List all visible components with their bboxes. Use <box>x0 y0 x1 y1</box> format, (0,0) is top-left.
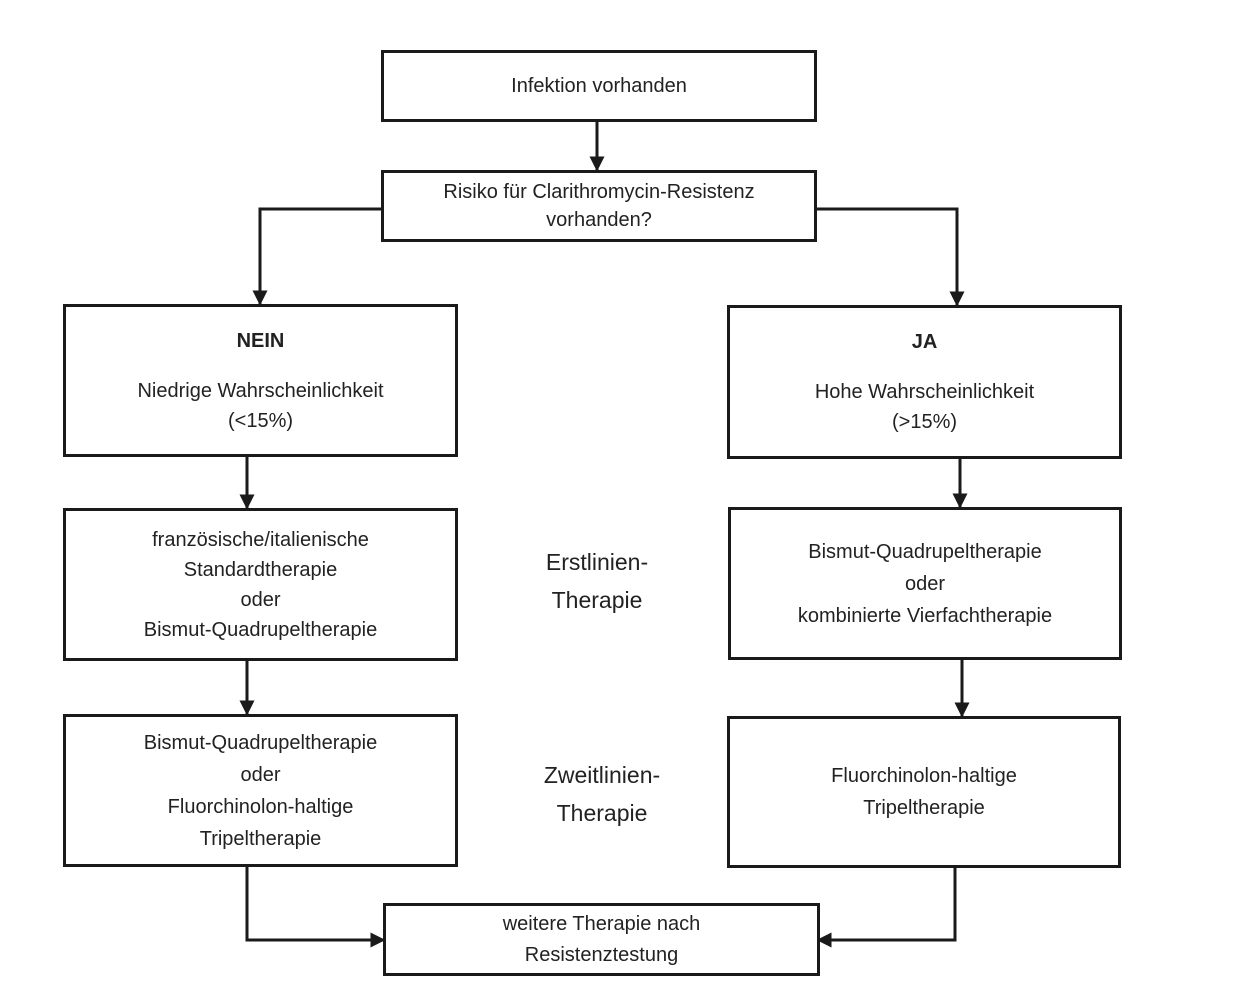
no-first-line-1: französische/italienische <box>152 528 369 551</box>
end-box: weitere Therapie nach Resistenztestung <box>383 903 820 976</box>
no-first-line-3: oder <box>240 588 281 611</box>
yes-branch-heading: JA <box>911 331 938 353</box>
end-line-1: weitere Therapie nach <box>502 912 701 935</box>
arrow-no-second-to-end <box>245 866 386 948</box>
second-line-label-1: Zweitlinien- <box>543 762 661 788</box>
yes-first-line-2: oder <box>904 572 946 595</box>
yes-first-line-3: kombinierte Vierfachtherapie <box>797 604 1053 627</box>
yes-second-line-2: Tripeltherapie <box>863 797 985 819</box>
end-line-2: Resistenztestung <box>524 943 679 966</box>
no-second-line-4: Tripeltherapie <box>199 827 322 850</box>
first-line-label: Erstlinien- Therapie <box>497 543 697 619</box>
first-line-label-2: Therapie <box>551 587 643 613</box>
no-branch-line-2: (<15%) <box>227 409 294 432</box>
second-line-label: Zweitlinien- Therapie <box>502 756 702 832</box>
no-first-line-box: französische/italienische Standardtherap… <box>63 508 458 661</box>
no-second-line-1: Bismut-Quadrupeltherapie <box>143 731 378 754</box>
no-branch-box: NEIN Niedrige Wahrscheinlichkeit (<15%) <box>63 304 458 457</box>
no-first-line-4: Bismut-Quadrupeltherapie <box>143 618 378 641</box>
no-first-line-2: Standardtherapie <box>183 558 338 581</box>
no-second-line-box: Bismut-Quadrupeltherapie oder Fluorchino… <box>63 714 458 867</box>
yes-branch-box: JA Hohe Wahrscheinlichkeit (>15%) <box>727 305 1122 459</box>
no-branch-heading: NEIN <box>236 329 285 352</box>
no-second-line-3: Fluorchinolon-haltige <box>167 795 354 818</box>
first-line-label-1: Erstlinien- <box>545 549 649 575</box>
yes-first-line-box: Bismut-Quadrupeltherapie oder kombiniert… <box>728 507 1122 660</box>
no-second-line-2: oder <box>240 763 281 786</box>
arrow-question-to-yes <box>815 207 965 307</box>
yes-branch-line-1: Hohe Wahrscheinlichkeit <box>814 381 1035 403</box>
question-box: Risiko für Clarithromycin-Resistenz vorh… <box>381 170 817 242</box>
yes-first-line-1: Bismut-Quadrupeltherapie <box>808 540 1042 563</box>
yes-second-line-1: Fluorchinolon-haltige <box>831 765 1017 787</box>
start-text: Infektion vorhanden <box>511 75 687 97</box>
yes-second-line-box: Fluorchinolon-haltige Tripeltherapie <box>727 716 1121 868</box>
arrow-yes-second-to-end <box>816 867 957 948</box>
arrow-question-to-no <box>252 207 382 306</box>
question-line-2: vorhanden? <box>546 209 652 231</box>
no-branch-line-1: Niedrige Wahrscheinlichkeit <box>137 379 384 402</box>
yes-branch-line-2: (>15%) <box>891 411 958 433</box>
second-line-label-2: Therapie <box>556 800 648 826</box>
question-line-1: Risiko für Clarithromycin-Resistenz <box>443 181 755 203</box>
start-box: Infektion vorhanden <box>381 50 817 122</box>
